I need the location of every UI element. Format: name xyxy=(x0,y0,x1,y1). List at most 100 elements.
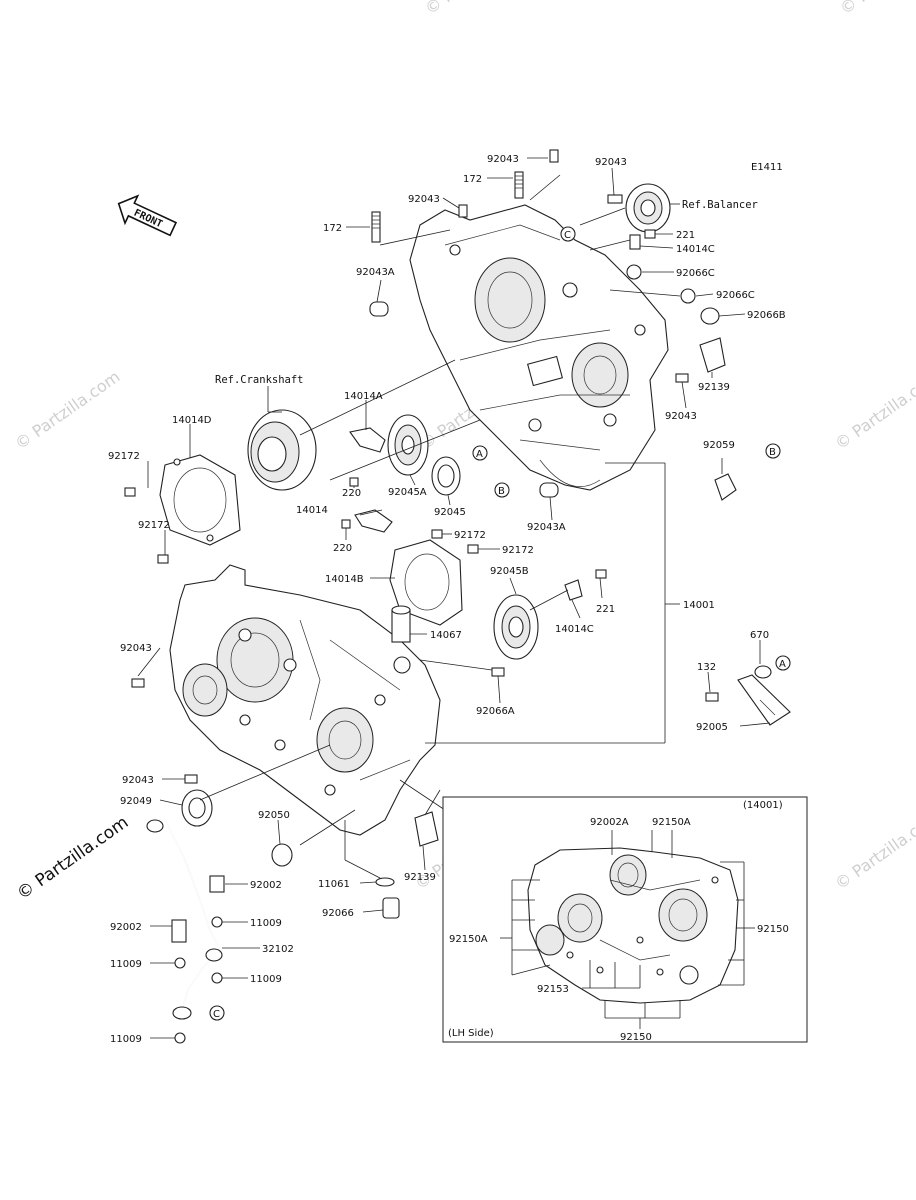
label-92005: 92005 xyxy=(696,722,728,733)
label-92043A: 92043A xyxy=(356,267,395,278)
washer-11009-2 xyxy=(174,957,186,969)
seal-92049 xyxy=(181,789,213,827)
label-92066B: 92066B xyxy=(747,310,786,321)
label-172: 172 xyxy=(463,174,482,185)
inset-label-92150: 92150 xyxy=(757,924,789,935)
dowel-pin-92043-bl xyxy=(184,774,198,784)
label-92045B: 92045B xyxy=(490,566,529,577)
label-92045: 92045 xyxy=(434,507,466,518)
callout-B-mid xyxy=(494,482,510,498)
callout-B-right xyxy=(765,443,781,459)
label-11009: 11009 xyxy=(250,974,282,985)
screw-92172-3 xyxy=(431,529,443,539)
front-arrow-icon: FRONT xyxy=(117,194,178,237)
bracket-14014A xyxy=(349,427,386,453)
label-132: 132 xyxy=(697,662,716,673)
seal-92066C-2 xyxy=(680,288,696,304)
label-92139: 92139 xyxy=(404,872,436,883)
label-92172: 92172 xyxy=(502,545,534,556)
label-92043: 92043 xyxy=(408,194,440,205)
label-92045A: 92045A xyxy=(388,487,427,498)
label-14014B: 14014B xyxy=(325,574,364,585)
bracket-14014 xyxy=(354,509,393,533)
svg-text:C: C xyxy=(213,1009,220,1020)
svg-text:B: B xyxy=(769,447,776,458)
lower-crankcase xyxy=(169,564,441,836)
seal-92045 xyxy=(431,456,461,496)
inset-label-92150A: 92150A xyxy=(652,817,691,828)
label-14001: 14001 xyxy=(683,600,715,611)
svg-text:A: A xyxy=(779,659,786,670)
callout-A-top xyxy=(472,445,488,461)
fitting-92059 xyxy=(714,473,737,501)
screw-92172-4 xyxy=(467,544,479,554)
label-14014C: 14014C xyxy=(676,244,715,255)
bolt-92002-2 xyxy=(171,919,187,943)
label-92172: 92172 xyxy=(454,530,486,541)
label-92049: 92049 xyxy=(120,796,152,807)
partzilla-copyright: © Partzilla.com xyxy=(13,812,132,904)
label-14014D: 14014D xyxy=(172,415,212,426)
bolt-220-2 xyxy=(341,519,351,529)
label-92066C: 92066C xyxy=(716,290,755,301)
svg-text:A: A xyxy=(476,449,483,460)
label-92066A: 92066A xyxy=(476,706,515,717)
seal-92066C-1 xyxy=(626,264,642,280)
stud-172-left xyxy=(371,211,381,243)
oring-670 xyxy=(754,665,772,679)
svg-text:C: C xyxy=(564,230,571,241)
dowel-92043-right2 xyxy=(675,373,689,383)
label-221: 221 xyxy=(596,604,615,615)
dowel-pin-92043-left xyxy=(131,678,145,688)
inset-side-label: (LH Side) xyxy=(448,1028,494,1039)
label-ref-crankshaft: Ref.Crankshaft xyxy=(215,374,304,386)
plug-92066 xyxy=(382,897,400,919)
dowel-pin-92043-mid xyxy=(458,204,468,218)
bolt-92002-1 xyxy=(209,875,225,893)
label-92043: 92043 xyxy=(122,775,154,786)
inset-label-92153: 92153 xyxy=(537,984,569,995)
label-92002: 92002 xyxy=(250,880,282,891)
label-14014A: 14014A xyxy=(344,391,383,402)
strainer-14067 xyxy=(391,605,411,643)
bearing-92045B xyxy=(493,594,539,660)
label-ref-balancer: Ref.Balancer xyxy=(682,199,758,211)
label-92043: 92043 xyxy=(595,157,627,168)
label-172: 172 xyxy=(323,223,342,234)
inset-title: (14001) xyxy=(743,800,783,811)
part-labels: 92043 92043 172 92043 172 Ref.Balancer 2… xyxy=(108,154,786,1045)
inset-label-92150: 92150 xyxy=(620,1032,652,1043)
upper-crankcase xyxy=(409,204,669,491)
bushing-92139-bottom xyxy=(414,811,439,847)
label-11009: 11009 xyxy=(250,918,282,929)
label-92066: 92066 xyxy=(322,908,354,919)
label-92066C: 92066C xyxy=(676,268,715,279)
washer-11009-3 xyxy=(211,972,223,984)
washer-11009-4 xyxy=(174,1032,186,1044)
bracket-14014C-bot xyxy=(564,579,583,601)
bolt-221-bot xyxy=(595,569,607,579)
label-221: 221 xyxy=(676,230,695,241)
bolt-132 xyxy=(705,692,719,702)
dowel-92043A-bot xyxy=(539,482,559,498)
screw-92172-1 xyxy=(124,487,136,497)
inset-label-92002A: 92002A xyxy=(590,817,629,828)
label-11009: 11009 xyxy=(110,1034,142,1045)
stud-172-top xyxy=(514,171,524,199)
watermark-7: © Partzilla.com xyxy=(836,0,916,18)
plate-14014B xyxy=(389,539,463,626)
dowel-pin-92043-right xyxy=(607,194,623,204)
callouts: C A B B A C xyxy=(209,226,791,1021)
dowel-pin-92043-top xyxy=(549,149,559,163)
label-92139: 92139 xyxy=(698,382,730,393)
label-220: 220 xyxy=(333,543,352,554)
label-92050: 92050 xyxy=(258,810,290,821)
callout-C-top xyxy=(560,226,576,242)
label-32102: 32102 xyxy=(262,944,294,955)
watermark-5: © Partzilla.com xyxy=(831,807,916,893)
label-11061: 11061 xyxy=(318,879,350,890)
label-92059: 92059 xyxy=(703,440,735,451)
label-11009: 11009 xyxy=(110,959,142,970)
bearing-92045A xyxy=(387,414,429,476)
label-14067: 14067 xyxy=(430,630,462,641)
